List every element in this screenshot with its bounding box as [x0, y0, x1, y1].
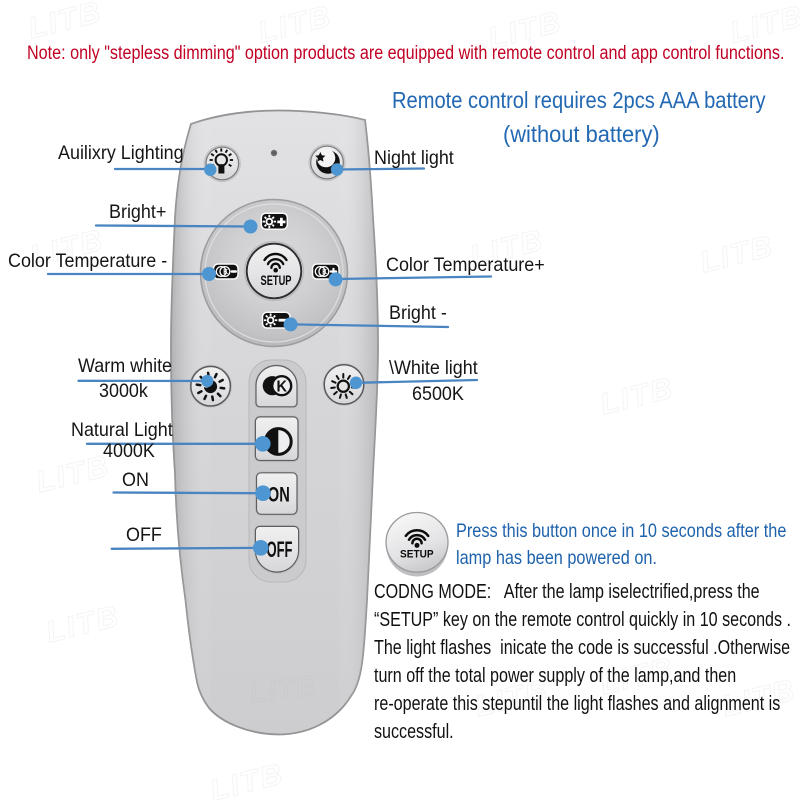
svg-text:SETUP: SETUP: [400, 548, 434, 560]
svg-text:K: K: [223, 267, 228, 276]
svg-text:SETUP: SETUP: [261, 273, 292, 288]
svg-text:ON: ON: [268, 483, 290, 507]
svg-text:OFF: OFF: [267, 537, 293, 562]
svg-text:K: K: [322, 267, 327, 276]
svg-text:K: K: [276, 379, 287, 396]
